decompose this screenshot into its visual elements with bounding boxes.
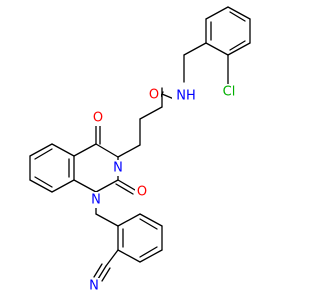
- butanoyl-chain: [117, 93, 163, 158]
- atom-ring-oxygen-right: O: [137, 185, 147, 200]
- bond-ring-ch2: [183, 42, 207, 56]
- chlorophenyl-ring: [205, 6, 251, 56]
- bond-ch2-cyanophenyl: [95, 213, 119, 227]
- cyanophenyl-ring: [117, 213, 163, 263]
- atom-chlorine: Cl: [223, 85, 236, 100]
- atom-ring-oxygen-top: O: [93, 111, 103, 126]
- atom-amide-oxygen: O: [149, 88, 159, 103]
- atom-amide-nitrogen: NH: [176, 89, 196, 104]
- nitrile-group: [93, 249, 119, 282]
- molecule-structure-diagram: O NH Cl O N O N N: [29, 6, 251, 294]
- atom-ring-nitrogen-3: N: [113, 161, 123, 176]
- atom-ring-nitrogen-1: N: [91, 193, 101, 208]
- quinazolinedione-core: [73, 124, 136, 195]
- atom-nitrile-nitrogen: N: [89, 279, 99, 294]
- benzo-ring: [29, 143, 75, 193]
- atom-labels: O NH Cl O N O N N: [87, 84, 239, 294]
